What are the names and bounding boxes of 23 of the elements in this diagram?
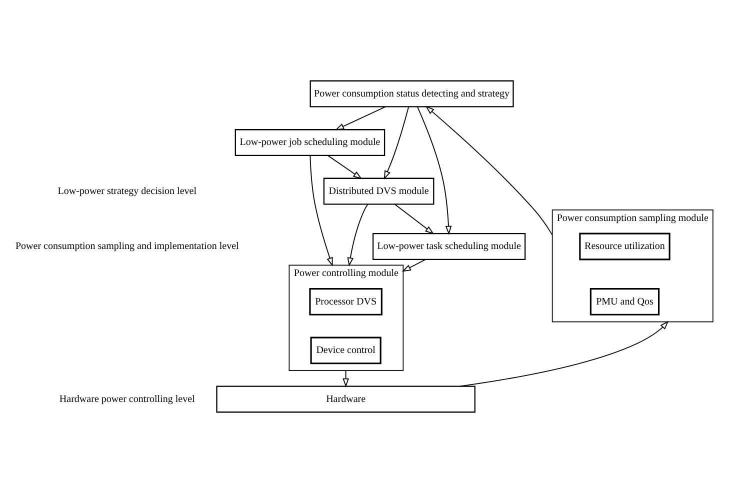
node-box: Low-power task scheduling module <box>372 233 526 260</box>
node-box: Resource utilization <box>579 232 670 260</box>
arrow <box>335 106 386 130</box>
node-box: Low-power job scheduling module <box>234 129 386 156</box>
node-box: PMU and Qos <box>590 288 660 316</box>
arrow <box>347 204 368 267</box>
arrow <box>384 106 410 180</box>
arrow <box>459 320 669 387</box>
label: Hardware power controlling level <box>59 394 195 405</box>
node-box: Processor DVS <box>309 288 382 316</box>
node-box: Distributed DVS module <box>323 178 434 205</box>
arrow <box>310 155 333 266</box>
arrow <box>327 155 362 180</box>
arrow <box>425 106 553 236</box>
node-box: Power consumption status detecting and strategy <box>310 80 514 108</box>
arrow <box>342 370 349 388</box>
label: Low-power strategy decision level <box>58 186 197 197</box>
node-box: Device control <box>310 336 382 364</box>
arrow <box>394 204 434 234</box>
node-box: Hardware <box>216 386 476 413</box>
arrow <box>402 258 426 272</box>
label: Power consumption sampling and implementation level <box>15 241 239 252</box>
arrow <box>416 106 452 235</box>
